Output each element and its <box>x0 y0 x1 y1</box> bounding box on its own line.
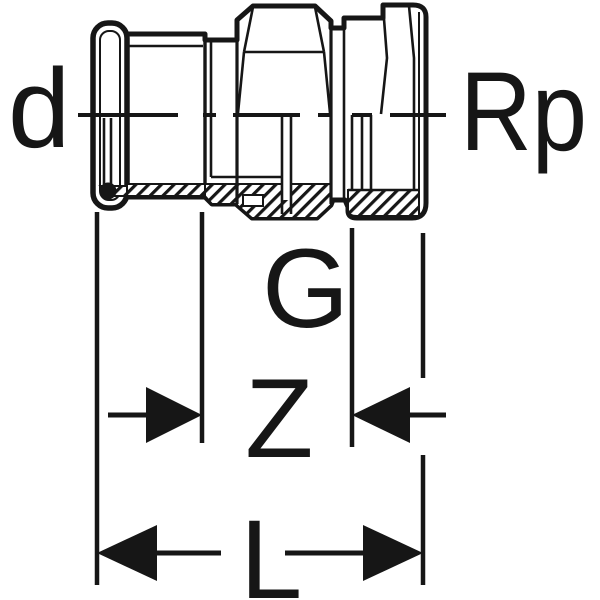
thread-end-hatch <box>347 189 420 217</box>
seal-ring-dot <box>99 182 117 200</box>
label-z: Z <box>245 356 313 481</box>
pipe-end-channel <box>282 130 291 200</box>
l-left-arrowhead <box>97 525 157 581</box>
label-d: d <box>8 46 70 171</box>
dimension-z <box>108 387 446 443</box>
nut-groove-notch <box>242 194 264 207</box>
z-right-arrowhead <box>352 387 410 443</box>
z-left-arrowhead <box>146 387 202 443</box>
label-rp: Rp <box>460 49 587 174</box>
section-hatching <box>98 130 420 219</box>
socket-wall-hatch <box>126 183 206 197</box>
extension-lines <box>94 212 426 585</box>
label-g: G <box>262 226 349 351</box>
fitting-body <box>90 2 429 221</box>
l-right-arrowhead <box>363 525 423 581</box>
internal-lines <box>102 5 420 214</box>
step-wall-hatch <box>204 183 238 205</box>
dimension-l <box>97 525 423 581</box>
label-l: L <box>240 497 302 600</box>
